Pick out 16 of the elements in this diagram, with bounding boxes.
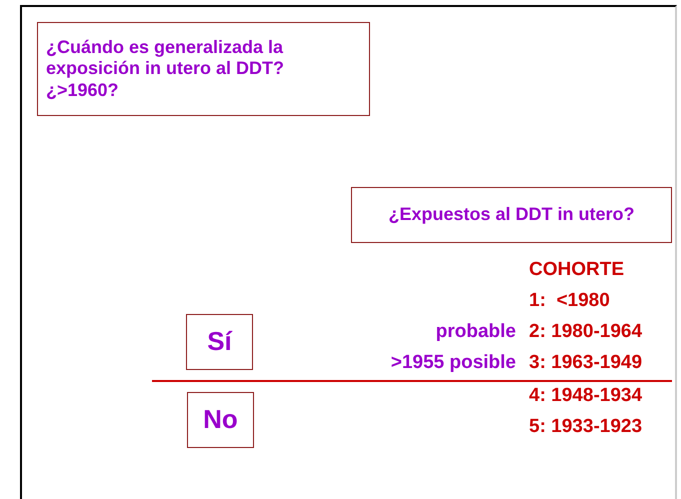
column-heading: COHORTE: [529, 259, 624, 281]
question-box: [37, 22, 370, 116]
exposure-note: >1955 posible: [390, 352, 516, 374]
exposure-note: probable: [436, 321, 516, 343]
node-text: Sí: [207, 326, 232, 358]
cohort-label: 4: 1948-1934: [529, 385, 642, 407]
node-text: ¿Expuestos al DDT in utero?: [388, 204, 635, 226]
answer-box: [187, 392, 254, 448]
node-text: ¿Cuándo es generalizada la exposición in utero al DDT? ¿>1960?: [46, 36, 286, 102]
cohort-label: 5: 1933-1923: [529, 416, 642, 438]
question-box: [351, 187, 672, 243]
cohort-label: 1: <1980: [529, 290, 610, 312]
cohort-label: 3: 1963-1949: [529, 352, 642, 374]
cohort-label: 2: 1980-1964: [529, 321, 642, 343]
answer-box: [186, 314, 253, 370]
node-text: No: [203, 404, 238, 436]
